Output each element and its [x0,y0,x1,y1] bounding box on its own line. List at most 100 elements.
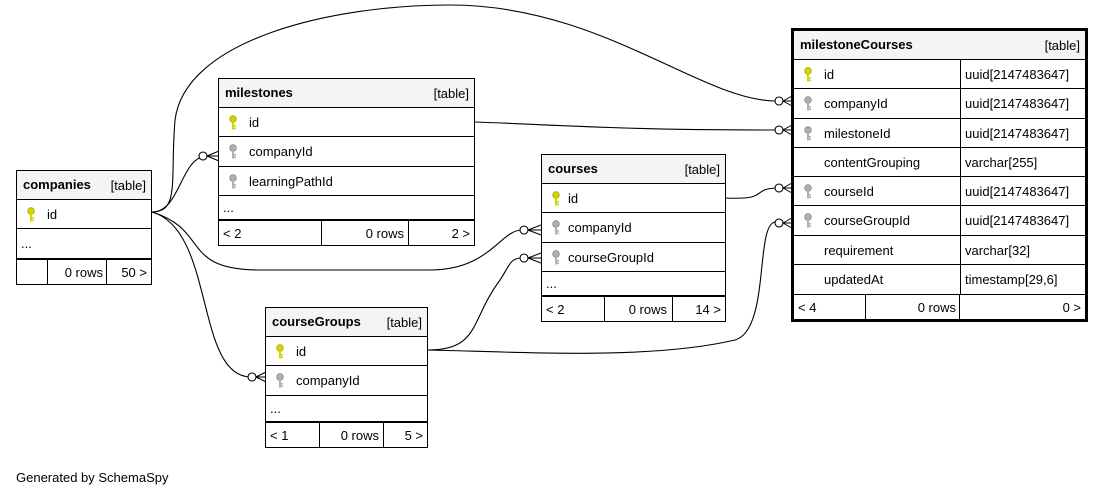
foreign-key-icon [802,125,814,141]
column-name: courseGroupId [824,213,910,229]
column-ellipsis: ... [542,272,725,296]
footer-rows: 0 rows [365,225,404,241]
column-row[interactable]: id [266,337,427,367]
column-ellipsis: ... [266,396,427,422]
column-name: courseGroupId [568,249,654,265]
column-type: uuid[2147483647] [960,177,1085,206]
footer-rows: 0 rows [628,301,667,317]
column-name: id [249,115,260,130]
edge-end-circle [519,225,529,235]
table-courses[interactable]: courses [table] id companyId courseGroup… [541,154,726,322]
edge-courses-milestonecourses [724,187,776,199]
table-companies[interactable]: companies [table] id ... 0 rows 50 > [16,170,152,285]
edge-end-circle [774,96,784,106]
column-row[interactable]: id [219,108,474,138]
primary-key-icon [802,67,814,82]
primary-key-icon [550,191,562,206]
footer-next: 14 > [695,301,721,317]
crowfoot [206,150,220,162]
table-footer: 0 rows 50 > [17,258,151,284]
footer-rows: 0 rows [340,427,379,443]
edge-companies-milestones [151,155,206,213]
column-name: companyId [249,144,313,160]
footer-prev: < 1 [270,427,289,443]
edge-end-circle [519,253,529,263]
column-row[interactable]: companyId uuid[2147483647] [794,89,1085,119]
foreign-key-icon [550,249,562,265]
table-kind: [table] [433,86,469,101]
ellipsis-text: ... [270,400,281,416]
foreign-key-icon [802,96,814,111]
primary-key-icon [227,115,239,130]
table-kind: [table] [386,315,422,330]
foreign-key-icon [550,220,562,235]
table-header: companies [table] [17,171,151,200]
column-row[interactable]: requirement varchar[32] [794,235,1085,266]
column-ellipsis: ... [219,196,474,220]
column-row[interactable]: contentGrouping varchar[255] [794,147,1085,178]
column-ellipsis: ... [17,229,151,259]
footer-rows: 0 rows [917,300,956,316]
column-type: varchar[255] [960,147,1085,177]
table-header: courses [table] [542,155,725,184]
foreign-key-icon [802,213,814,228]
edge-companies-courses [151,211,523,271]
table-kind: [table] [110,178,146,193]
column-row[interactable]: companyId [266,366,427,396]
column-type: timestamp[29,6] [960,265,1085,295]
crowfoot [782,124,793,136]
column-row[interactable]: companyId [219,137,474,167]
table-kind: [table] [684,162,720,177]
column-name: id [47,207,58,222]
table-header: courseGroups [table] [266,308,427,337]
table-name: milestones [225,85,293,100]
column-name: companyId [824,96,888,112]
table-footer: < 2 0 rows 2 > [219,219,474,245]
column-name: companyId [568,220,632,236]
table-kind: [table] [1044,38,1080,53]
column-row[interactable]: courseGroupId [542,243,725,272]
edge-milestones-milestonecourses [474,121,776,131]
crowfoot [527,252,542,264]
column-name: contentGrouping [824,154,921,170]
edge-end-circle [774,218,784,228]
table-name: companies [23,177,91,192]
column-row[interactable]: id [17,200,151,230]
table-name: courseGroups [272,314,361,329]
column-row[interactable]: id [542,184,725,214]
edge-end-circle [774,125,784,135]
table-header: milestones [table] [219,79,474,108]
table-header: milestoneCourses [table] [794,31,1085,60]
column-type: uuid[2147483647] [960,89,1085,118]
column-name: requirement [824,242,894,258]
column-name: learningPathId [249,173,333,189]
column-row[interactable]: learningPathId [219,167,474,196]
footer-next: 50 > [121,264,147,280]
edge-coursegroups-milestonecourses [427,221,776,354]
generated-by-label: Generated by SchemaSpy [16,470,169,485]
crowfoot [782,217,793,229]
column-row[interactable]: companyId [542,213,725,243]
edge-companies-milestonecourses [151,4,776,213]
column-name: courseId [824,184,874,200]
ellipsis-text: ... [546,275,557,291]
foreign-key-icon [802,184,814,199]
table-name: courses [548,161,598,176]
column-name: id [824,67,835,82]
table-milestones[interactable]: milestones [table] id companyId learning… [218,78,475,246]
footer-prev: < 4 [798,300,817,316]
edge-end-circle [247,372,257,382]
footer-next: 0 > [1062,300,1081,316]
footer-next: 5 > [404,427,423,443]
column-type: varchar[32] [960,235,1085,265]
column-row[interactable]: courseId uuid[2147483647] [794,177,1085,207]
table-coursegroups[interactable]: courseGroups [table] id companyId ... < … [265,307,428,448]
edge-end-circle [198,151,208,161]
column-name: id [568,191,579,206]
